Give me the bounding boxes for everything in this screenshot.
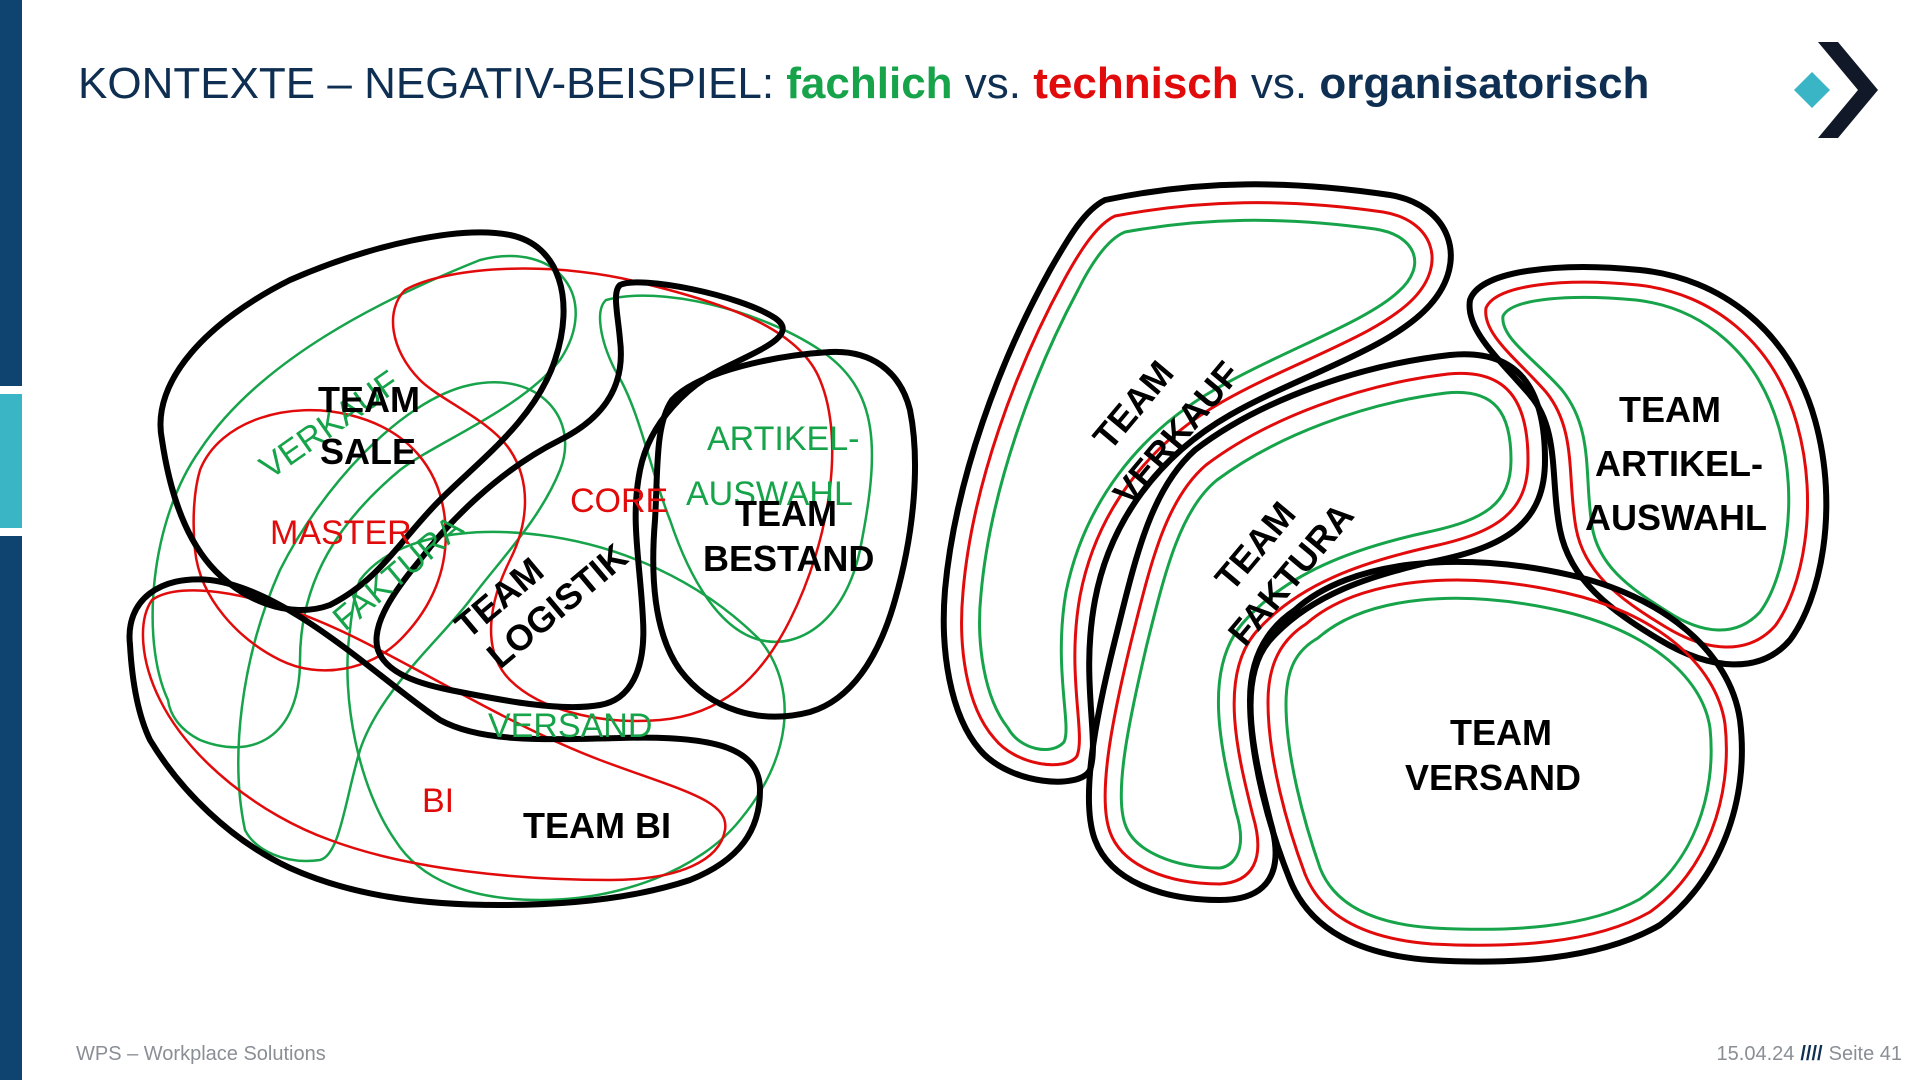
title-vs-2: vs.	[1238, 59, 1320, 108]
title-fachlich: fachlich	[786, 59, 953, 108]
label-core: CORE	[570, 482, 668, 520]
left-diagram: VERKAUF FAKTURA ARTIKEL- AUSWAHL VERSAND…	[126, 229, 918, 908]
red-shape-master	[192, 408, 447, 672]
title-prefix: KONTEXTE – NEGATIV-BEISPIEL:	[78, 59, 787, 108]
slide-title: KONTEXTE – NEGATIV-BEISPIEL: fachlich vs…	[78, 56, 1649, 112]
label-team-sale-line-2: SALE	[320, 431, 416, 472]
red-shape-bi	[141, 589, 727, 882]
logo-diamond-shape	[1794, 72, 1830, 108]
label-team-bestand-line-1: TEAM	[735, 493, 837, 534]
logo-chevron-shape	[1818, 42, 1878, 138]
team-shape-artikel	[1466, 264, 1830, 668]
title-technisch: technisch	[1033, 59, 1239, 108]
label-artikel-line-2: AUSWAHL	[686, 475, 853, 513]
team-shape-versand	[1247, 558, 1745, 965]
green-shape-versand-right	[1284, 596, 1713, 931]
red-shape-faktura	[1103, 371, 1530, 886]
label-team-sale-line-1: TEAM	[318, 379, 420, 420]
label-versand: VERSAND	[488, 707, 652, 745]
label-team-versand-line-1: TEAM	[1450, 712, 1552, 753]
team-shape-sale	[157, 229, 567, 613]
footer-separator: ////	[1800, 1043, 1823, 1065]
left-technisch-shapes	[141, 267, 834, 882]
red-shape-versand	[1266, 578, 1728, 947]
accent-bar-bottom	[0, 536, 22, 1080]
green-shape-faktura	[237, 381, 567, 863]
label-master: MASTER	[270, 514, 412, 552]
footer-page-number: Seite 41	[1828, 1043, 1902, 1065]
right-diagram: TEAM VERKAUF TEAM FAKTURA TEAM ARTIKEL- …	[940, 181, 1830, 965]
right-context-verkauf: TEAM VERKAUF	[940, 181, 1454, 785]
footer-date: 15.04.24	[1716, 1043, 1795, 1065]
green-shape-faktura-right	[1119, 390, 1513, 870]
team-shape-verkauf	[940, 181, 1454, 785]
team-shape-bestand	[650, 348, 918, 720]
green-shape-artikel-right	[1501, 295, 1791, 632]
right-context-artikel: TEAM ARTIKEL- AUSWAHL	[1466, 264, 1830, 668]
label-artikel-line-1: ARTIKEL-	[707, 420, 859, 458]
label-team-artikel-line-1: TEAM	[1619, 389, 1721, 430]
footer-meta: 15.04.24////Seite 41	[1717, 1043, 1902, 1066]
green-shape-artikel	[598, 294, 874, 644]
green-shape-versand	[346, 530, 786, 902]
green-shape-verkauf-right	[978, 218, 1417, 751]
left-organisatorisch-shapes	[126, 229, 918, 908]
label-team-versand-line-2: VERSAND	[1405, 757, 1581, 798]
red-shape-artikel	[1484, 280, 1810, 649]
right-context-versand: TEAM VERSAND	[1247, 558, 1745, 965]
footer-company: WPS – Workplace Solutions	[76, 1043, 326, 1065]
label-bi-technisch: BI	[422, 782, 454, 820]
red-shape-verkauf	[960, 201, 1434, 767]
label-team-artikel-line-3: AUSWAHL	[1585, 497, 1767, 538]
label-team-bi: TEAM BI	[523, 805, 671, 846]
accent-bar-middle	[0, 394, 22, 528]
title-vs-1: vs.	[952, 59, 1034, 108]
title-organisatorisch: organisatorisch	[1319, 59, 1650, 108]
wps-logo-icon	[1794, 42, 1878, 138]
team-shape-logistik	[373, 279, 786, 711]
team-shape-bi	[126, 576, 763, 908]
red-shape-core	[391, 267, 834, 723]
label-team-artikel-line-2: ARTIKEL-	[1595, 443, 1763, 484]
label-team-bestand-line-2: BESTAND	[703, 538, 874, 579]
accent-bar-top	[0, 0, 22, 386]
